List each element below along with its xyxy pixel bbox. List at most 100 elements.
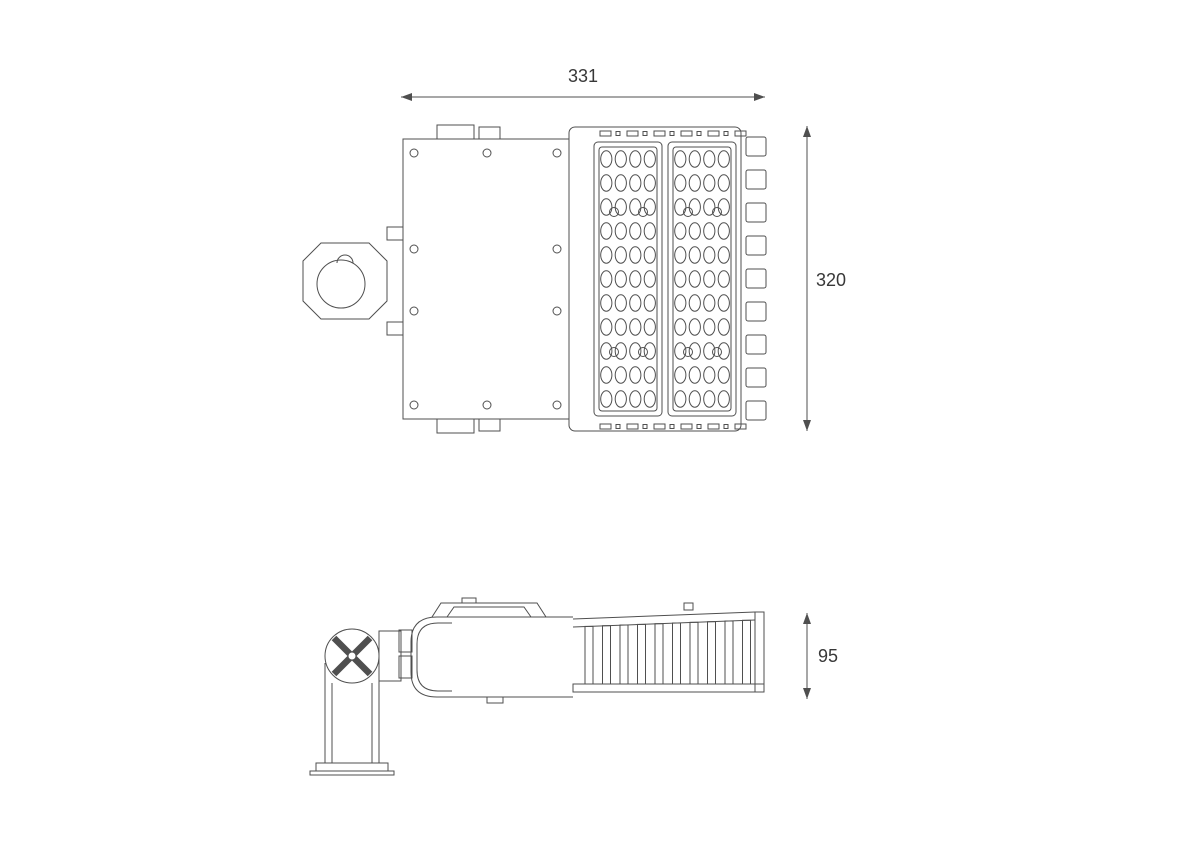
side-view: 95 [309,597,838,776]
led-lens [600,174,613,192]
vent-dot [696,424,702,429]
led-lens [629,366,642,384]
vent-slot [599,423,612,430]
panel-screw [638,347,648,357]
vent-slot [680,423,693,430]
heatsink-fin [707,621,716,685]
led-lens [600,270,613,288]
led-lens [643,174,656,192]
heatsink-fin [672,622,681,685]
led-lens [703,342,716,360]
led-panel-frame [593,141,663,417]
dimension-width: 331 [401,66,765,101]
led-lens [703,222,716,240]
led-lens [643,270,656,288]
led-lens [600,366,613,384]
vent-slot [707,130,720,137]
led-lens [703,246,716,264]
led-lens [717,390,730,408]
led-lens [674,270,687,288]
led-lens [717,150,730,168]
panel-screw [712,207,722,217]
arrowhead-left-icon [401,93,412,101]
vent-slot [680,130,693,137]
top-tab [436,124,475,140]
led-lens-grid [600,150,730,408]
led-lens [688,246,701,264]
led-lens [703,198,716,216]
led-lens [600,222,613,240]
bracket-tab [386,226,404,241]
vent-slot [734,423,747,430]
led-lens [629,294,642,312]
heatsink-fin [654,623,664,685]
led-lens [688,270,701,288]
dimension-front-height-label: 320 [816,270,846,290]
fixture-body-side [410,597,573,704]
led-panel-frame [667,141,737,417]
led-lens [643,150,656,168]
led-lens [674,342,687,360]
led-lens [703,366,716,384]
bracket-tab [386,321,404,336]
led-lens [600,294,613,312]
led-lens [674,366,687,384]
led-lens [614,294,627,312]
led-lens [703,270,716,288]
led-lens [688,390,701,408]
led-lens [629,390,642,408]
vent-dot [723,131,729,136]
pole-mount [309,628,413,776]
heatsink-fin [689,621,699,685]
arrowhead-up-icon [803,126,811,137]
right-fin-blocks [745,136,767,421]
vent-dot [669,131,675,136]
adjustment-knob [324,628,380,684]
led-lens [643,318,656,336]
hinge-block [398,655,413,679]
led-lens [629,222,642,240]
screw [552,400,562,410]
fin-block [745,169,767,190]
led-lens [717,342,730,360]
led-lens [614,222,627,240]
led-lens [717,198,730,216]
led-lens [600,198,613,216]
led-lens [600,150,613,168]
vent-slot [599,130,612,137]
led-lens [674,150,687,168]
vent-dot [615,131,621,136]
panel-screw [683,347,693,357]
arrowhead-up-icon [803,613,811,624]
led-lens [674,390,687,408]
knob-center [347,651,357,661]
led-lens [674,222,687,240]
arrowhead-right-icon [754,93,765,101]
led-lens [629,198,642,216]
led-lens [688,222,701,240]
vent-slot [653,130,666,137]
screw [482,148,492,158]
vent-dot [669,424,675,429]
led-lens [643,246,656,264]
led-lens [614,366,627,384]
led-lens [674,246,687,264]
driver-box [402,124,570,434]
body-outline [410,616,573,698]
led-lens [600,318,613,336]
screw [482,400,492,410]
panel-screw [609,347,619,357]
led-lens [717,366,730,384]
panel-screw [609,207,619,217]
led-lens [643,198,656,216]
bracket-octagon [302,242,388,320]
led-lens [629,318,642,336]
vent-dot [723,424,729,429]
fin-block [745,136,767,157]
heatsink-fin [584,625,594,685]
led-lens [629,270,642,288]
screw [409,306,419,316]
dimension-front-height: 320 [803,126,846,431]
led-lens [688,198,701,216]
